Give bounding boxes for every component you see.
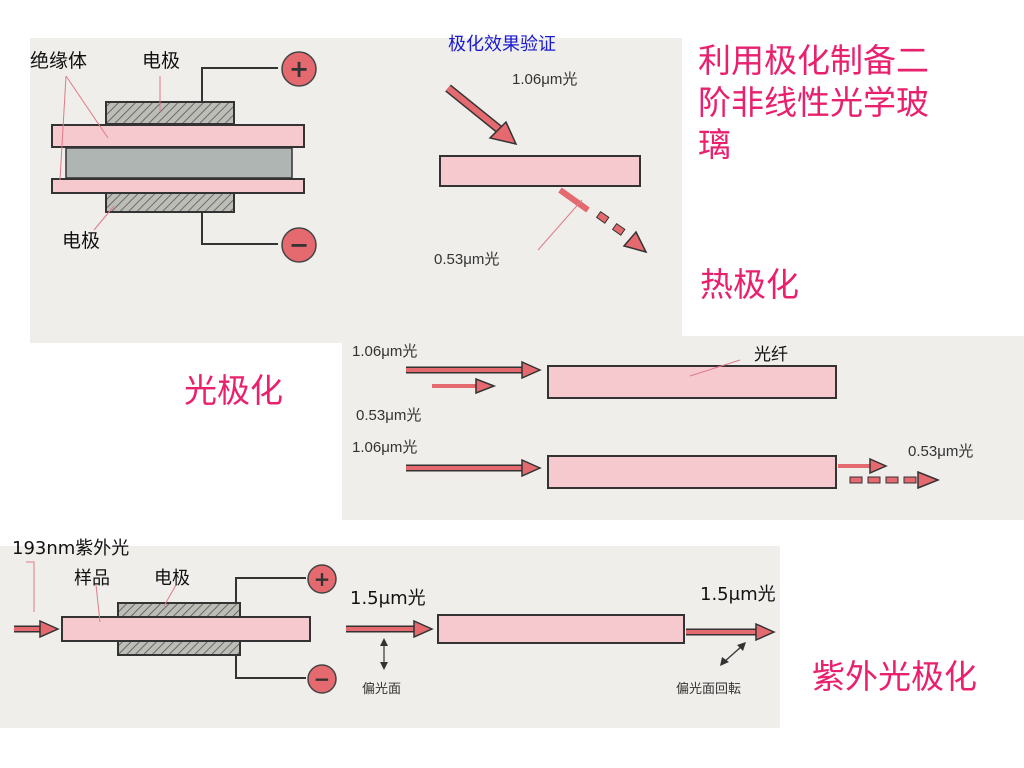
verification-title: 极化效果验证 <box>448 34 556 55</box>
glass-sample <box>65 147 293 179</box>
row1-light-a: 1.06μm光 <box>352 343 418 360</box>
uv-plus-sign: + <box>314 567 331 591</box>
fiber-1 <box>547 365 837 399</box>
sample-label: 样品 <box>74 568 110 589</box>
pol-plane-label: 偏光面 <box>362 681 402 696</box>
pol-rotate-label: 偏光面回転 <box>676 681 742 696</box>
uv-sample <box>61 616 311 642</box>
minus-terminal <box>281 227 317 263</box>
uv-plus-terminal <box>307 564 337 594</box>
top-electrode <box>105 101 235 125</box>
bottom-electrode <box>105 191 235 213</box>
uv-minus-sign: − <box>314 667 331 691</box>
uv-electrode-label: 电极 <box>154 568 190 589</box>
shg-verification <box>439 84 648 254</box>
fiber-2 <box>547 455 837 489</box>
uv-light-in-label: 1.5μm光 <box>350 588 426 609</box>
bottom-insulator <box>51 178 305 194</box>
light-out-label: 0.53μm光 <box>434 251 500 268</box>
row1-light-b: 0.53μm光 <box>356 407 422 424</box>
plus-terminal <box>281 51 317 87</box>
insulator-label: 绝缘体 <box>30 50 88 72</box>
main-title: 利用极化制备二 阶非线性光学玻 璃 <box>698 40 929 166</box>
optical-diagram <box>406 359 941 490</box>
minus-sign: − <box>289 231 309 259</box>
uv-minus-terminal <box>307 664 337 694</box>
main-title-line-1: 利用极化制备二 <box>698 41 929 80</box>
row2-light-in: 1.06μm光 <box>352 439 418 456</box>
uv-fiber <box>437 614 685 644</box>
thermal-label: 热极化 <box>700 265 799 304</box>
uv-electrode-bottom <box>117 640 241 656</box>
thermal-diagram <box>51 51 317 263</box>
main-title-line-3: 璃 <box>698 125 731 164</box>
uv-electrode-top <box>117 602 241 618</box>
optical-label: 光极化 <box>184 371 283 410</box>
plus-sign: + <box>289 55 309 83</box>
light-in-label: 1.06μm光 <box>512 71 578 88</box>
uv-light-out-label: 1.5μm光 <box>700 584 776 605</box>
uv-label: 紫外光极化 <box>812 657 977 696</box>
main-title-line-2: 阶非线性光学玻 <box>698 83 929 122</box>
electrode-bottom-label: 电极 <box>62 230 101 252</box>
uv-diagram <box>14 561 776 694</box>
row2-light-out: 0.53μm光 <box>908 443 974 460</box>
fiber-label: 光纤 <box>754 345 788 364</box>
top-insulator <box>51 124 305 148</box>
uv-light-label: 193nm紫外光 <box>12 538 130 559</box>
poled-glass <box>439 155 641 187</box>
electrode-top-label: 电极 <box>142 50 181 72</box>
